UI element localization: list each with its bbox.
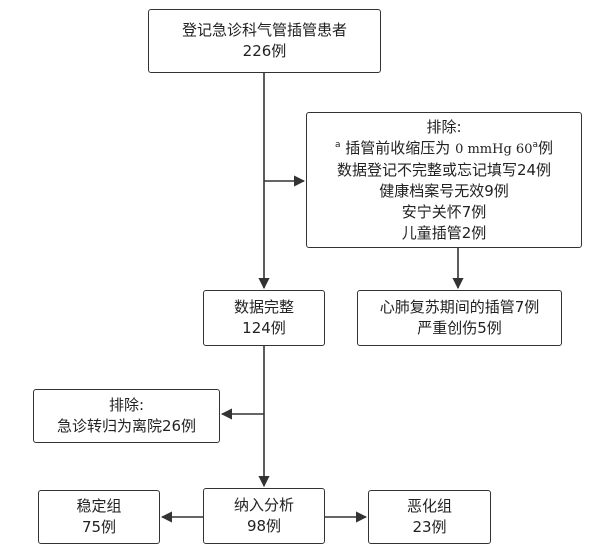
node-complete-count: 124例 — [242, 319, 286, 337]
exclusion-1-item-pediatric: 儿童插管2例 — [401, 223, 487, 242]
node-exclusion-1: 排除: a 插管前收缩压为 0 mmHg 60a例 数据登记不完整或忘记填写24… — [306, 112, 582, 248]
node-registered-title: 登记急诊科气管插管患者 — [181, 21, 347, 39]
cpr-intubation-count: 心肺复苏期间的插管7例 — [379, 298, 540, 316]
node-worse-title: 恶化组 — [406, 497, 452, 515]
node-analysis-count: 98例 — [246, 517, 282, 535]
node-worse-group: 恶化组 23例 — [368, 490, 491, 544]
node-stable-title: 稳定组 — [76, 497, 122, 515]
node-registered-patients: 登记急诊科气管插管患者 226例 — [148, 9, 381, 73]
exclusion-1-item-hospice: 安宁关怀7例 — [401, 202, 487, 221]
exclusion-1-item-invalid-id: 健康档案号无效9例 — [379, 181, 509, 200]
node-exclusion-cpr-trauma: 心肺复苏期间的插管7例 严重创伤5例 — [357, 290, 562, 346]
node-worse-count: 23例 — [412, 518, 447, 536]
exclusion-1-item-incomplete: 数据登记不完整或忘记填写24例 — [336, 160, 552, 179]
exclusion-1-header: 排除: — [426, 117, 462, 136]
node-registered-count: 226例 — [242, 42, 287, 60]
exclusion-1-item-sbp: a 插管前收缩压为 0 mmHg 60a例 — [334, 138, 553, 157]
exclusion-2-header: 排除: — [108, 396, 145, 414]
node-stable-group: 稳定组 75例 — [38, 490, 160, 544]
node-complete-title: 数据完整 — [233, 298, 294, 316]
severe-trauma-count: 严重创伤5例 — [417, 319, 502, 337]
exclusion-2-item-discharged: 急诊转归为离院26例 — [56, 417, 197, 435]
node-included-analysis: 纳入分析 98例 — [203, 488, 325, 544]
node-analysis-title: 纳入分析 — [233, 496, 294, 514]
node-complete-data: 数据完整 124例 — [203, 290, 325, 346]
node-stable-count: 75例 — [81, 518, 117, 536]
node-exclusion-2: 排除: 急诊转归为离院26例 — [33, 389, 220, 443]
